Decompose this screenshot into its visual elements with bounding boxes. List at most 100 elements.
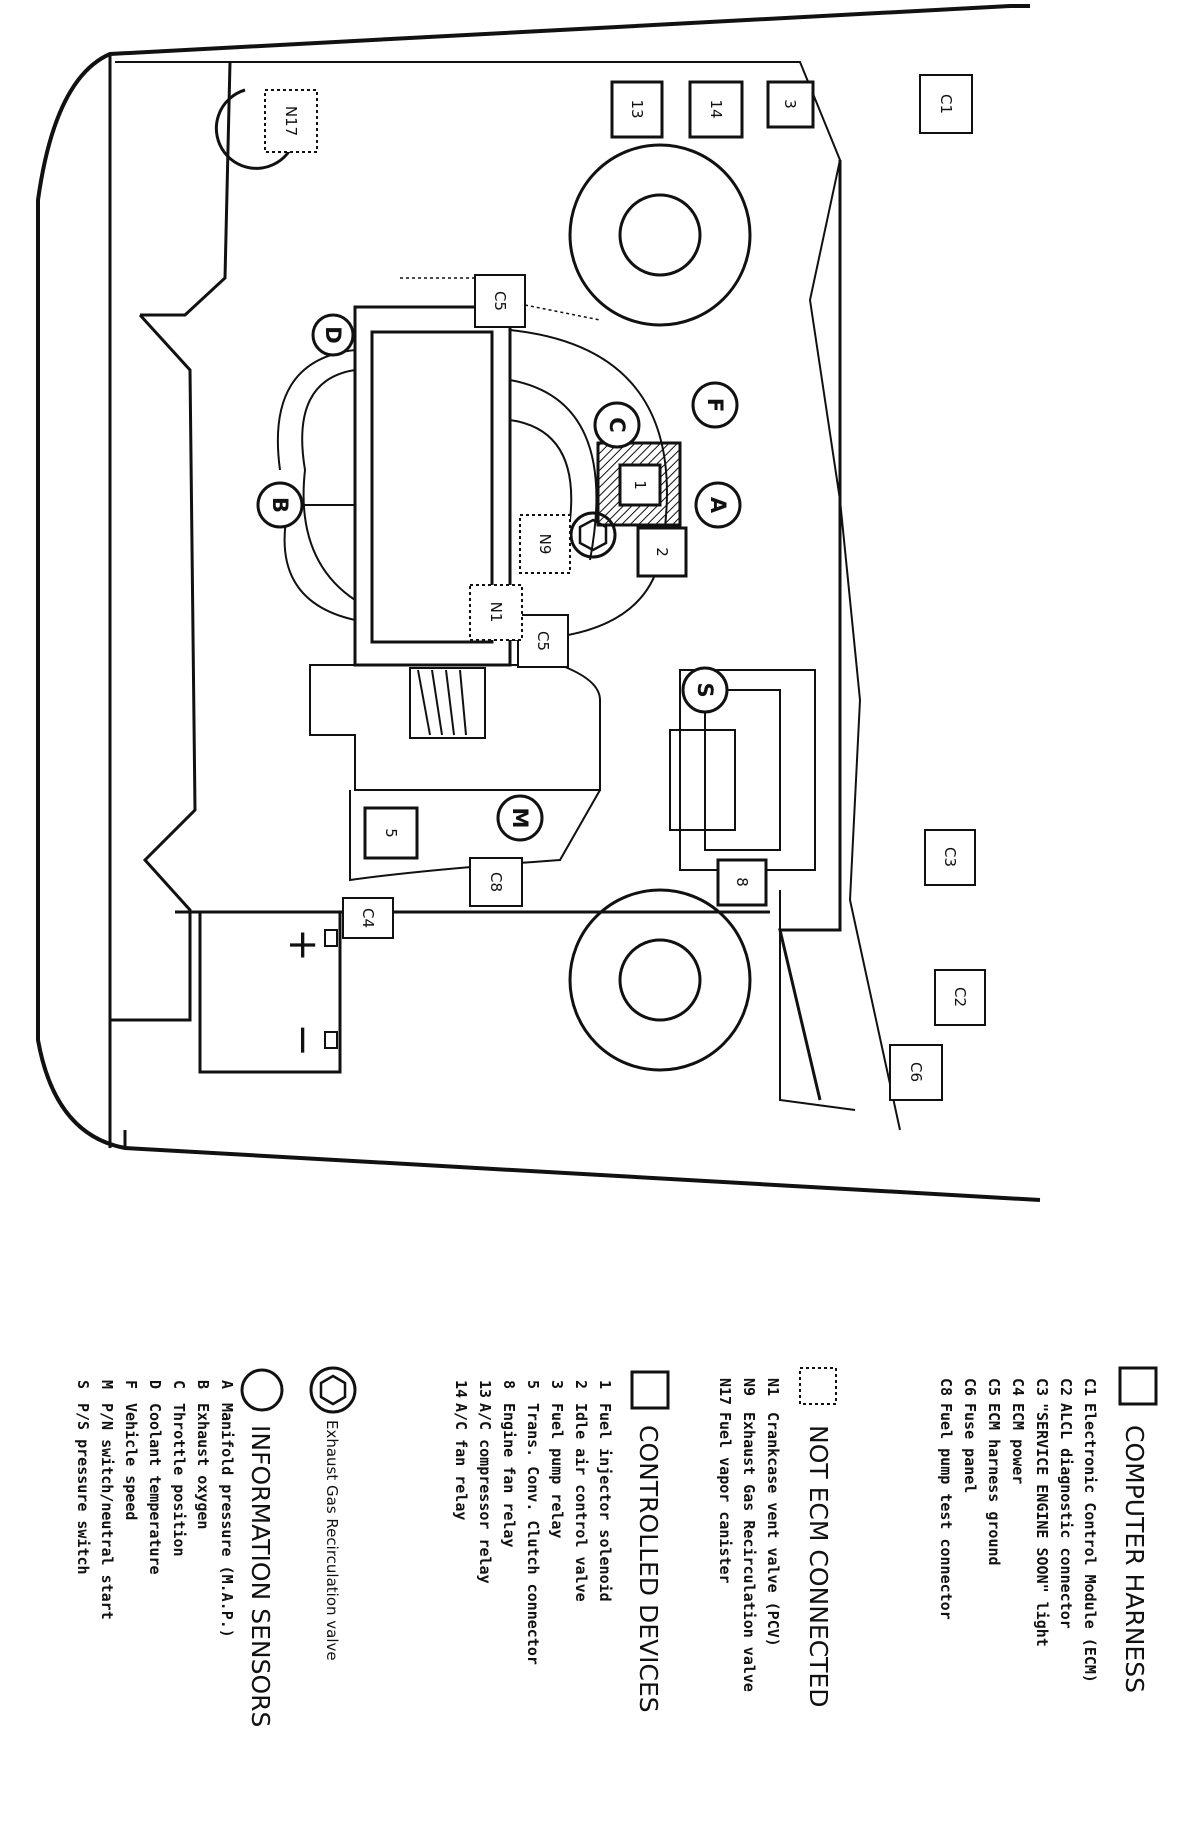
legend-controlled-item-14-text: A/C fan relay: [452, 1403, 470, 1520]
legend-harness-item-c6-text: Fuse panel: [961, 1403, 979, 1493]
legend-harness-item-c1-text: Electronic Control Module (ECM): [1081, 1403, 1099, 1683]
sensor-circle-c-label: C: [605, 417, 629, 432]
device-box-2: 2: [636, 526, 688, 578]
not-ecm-box-n1-label: N1: [487, 602, 505, 623]
harness-box-c5-mid: C5: [517, 614, 569, 668]
legend-sensors-item-d-text: Coolant temperature: [146, 1403, 164, 1575]
device-box-8-label: 8: [733, 877, 751, 887]
device-box-8: 8: [716, 858, 768, 907]
sensor-circle-c: C: [593, 401, 641, 449]
sensor-circle-d-label: D: [321, 326, 345, 343]
device-box-13-label: 13: [628, 99, 646, 118]
legend-sensors-item-s-code: S: [74, 1380, 92, 1389]
legend-controlled-heading: CONTROLLED DEVICES: [634, 1425, 663, 1713]
sensor-circle-b: B: [256, 481, 304, 529]
legend-controlled-item-8-text: Engine fan relay: [500, 1403, 518, 1548]
body-outline: [36, 3, 1041, 1202]
harness-box-c3-label: C3: [941, 847, 959, 867]
device-box-1: 1: [596, 441, 682, 527]
sensor-circle-b-label: B: [268, 497, 292, 513]
legend-sensors-heading: INFORMATION SENSORS: [246, 1425, 275, 1727]
legend-egr-symbol: [309, 1366, 357, 1414]
legend-harness-item-c3-code: C3: [1033, 1378, 1051, 1396]
harness-box-c1: C1: [919, 74, 973, 134]
legend-not-ecm-item-n9-code: N9: [740, 1378, 758, 1396]
legend-sensors-item-b-code: B: [194, 1380, 212, 1389]
legend-controlled-item-13-code: 13: [476, 1380, 494, 1398]
shock-tower-top: [568, 143, 752, 327]
legend-sensors-item-c-code: C: [170, 1380, 188, 1389]
harness-box-c6: C6: [889, 1044, 943, 1101]
sensor-circle-s: S: [681, 666, 729, 714]
device-box-14: 14: [688, 80, 744, 139]
legend-controlled-symbol: [630, 1370, 670, 1410]
firewall: [110, 61, 232, 1022]
engine-block: [276, 277, 816, 882]
legend-not-ecm-item-n17-text: Fuel vapor canister: [716, 1412, 734, 1584]
not-ecm-box-n1: N1: [469, 584, 523, 641]
legend-controlled-item-2-text: Idle air control valve: [572, 1403, 590, 1602]
device-box-3-label: 3: [781, 99, 799, 109]
sensor-circle-m: M: [496, 794, 544, 842]
legend-sensors-item-c-text: Throttle position: [170, 1403, 188, 1557]
sensor-circle-d: D: [311, 313, 355, 357]
legend-not-ecm-item-n17-code: N17: [716, 1378, 734, 1405]
legend-egr: Exhaust Gas Recirculation valve: [309, 1366, 357, 1661]
legend-harness-item-c1-code: C1: [1081, 1378, 1099, 1396]
shock-tower-bottom: [568, 888, 752, 1072]
legend-not-ecm-heading: NOT ECM CONNECTED: [804, 1425, 833, 1707]
harness-box-c4: C4: [342, 897, 394, 939]
legend-harness-item-c8-text: Fuel pump test connector: [937, 1403, 955, 1620]
harness-box-c8: C8: [469, 857, 523, 907]
device-box-3: 3: [766, 80, 815, 129]
battery-plus-sign: +: [280, 928, 326, 962]
legend-information-sensors: INFORMATION SENSORS A Manifold pressure …: [74, 1368, 284, 1727]
legend-harness-item-c5-text: ECM harness ground: [985, 1403, 1003, 1566]
harness-box-c2: C2: [934, 969, 986, 1026]
harness-box-c3: C3: [924, 829, 976, 886]
harness-box-c5-mid-label: C5: [534, 631, 552, 651]
right-divider: [779, 890, 856, 1111]
legend-controlled-item-1-text: Fuel injector solenoid: [596, 1403, 614, 1602]
device-box-5-label: 5: [382, 828, 400, 838]
engine-compartment: [36, 3, 1041, 1202]
upper-fender: [115, 61, 901, 1131]
legend-sensors-item-b-text: Exhaust oxygen: [194, 1403, 212, 1529]
legend-egr-text: Exhaust Gas Recirculation valve: [323, 1420, 341, 1661]
legend-sensors-item-a-text: Manifold pressure (M.A.P.): [218, 1403, 236, 1638]
harness-box-c5-top: C5: [474, 274, 526, 328]
harness-box-c2-label: C2: [951, 987, 969, 1007]
legend-sensors-item-m-text: P/N switch/neutral start: [98, 1403, 116, 1620]
battery-minus-sign: −: [280, 1023, 326, 1057]
not-ecm-box-n17-label: N17: [282, 106, 300, 136]
legend-not-ecm-symbol: [799, 1367, 837, 1405]
not-ecm-box-n9-label: N9: [536, 534, 554, 555]
legend-harness-item-c2-text: ALCL diagnostic connector: [1057, 1403, 1075, 1629]
device-box-2-label: 2: [653, 547, 671, 557]
legend-sensors-item-d-code: D: [146, 1380, 164, 1389]
harness-box-c4-label: C4: [359, 908, 377, 928]
legend-controlled-item-1-code: 1: [596, 1380, 614, 1389]
legend: COMPUTER HARNESS C1 Electronic Control M…: [74, 1366, 1158, 1727]
legend-not-ecm-connected: NOT ECM CONNECTED N1 Crankcase vent valv…: [716, 1367, 837, 1707]
sensor-circle-f-label: F: [703, 398, 727, 412]
legend-controlled-item-14-code: 14: [452, 1380, 470, 1398]
left-wall: [108, 54, 127, 1148]
sensor-circle-m-label: M: [508, 808, 532, 829]
harness-box-c1-label: C1: [937, 94, 955, 114]
legend-sensors-symbol: [240, 1368, 284, 1412]
harness-box-c6-label: C6: [907, 1062, 925, 1082]
legend-harness-item-c5-code: C5: [985, 1378, 1003, 1396]
legend-controlled-item-13-text: A/C compressor relay: [476, 1403, 494, 1584]
legend-controlled-item-8-code: 8: [500, 1380, 518, 1389]
legend-sensors-item-f-code: F: [122, 1380, 140, 1389]
not-ecm-box-n17: N17: [264, 89, 318, 153]
battery: + −: [198, 910, 342, 1074]
legend-controlled-item-5-code: 5: [524, 1380, 542, 1389]
legend-computer-harness: COMPUTER HARNESS C1 Electronic Control M…: [937, 1366, 1158, 1693]
legend-controlled-item-5-text: Trans. Conv. Clutch connector: [524, 1403, 542, 1665]
legend-harness-symbol: [1118, 1366, 1158, 1406]
legend-sensors-item-m-code: M: [98, 1380, 116, 1389]
sensor-circle-f: F: [691, 381, 739, 429]
